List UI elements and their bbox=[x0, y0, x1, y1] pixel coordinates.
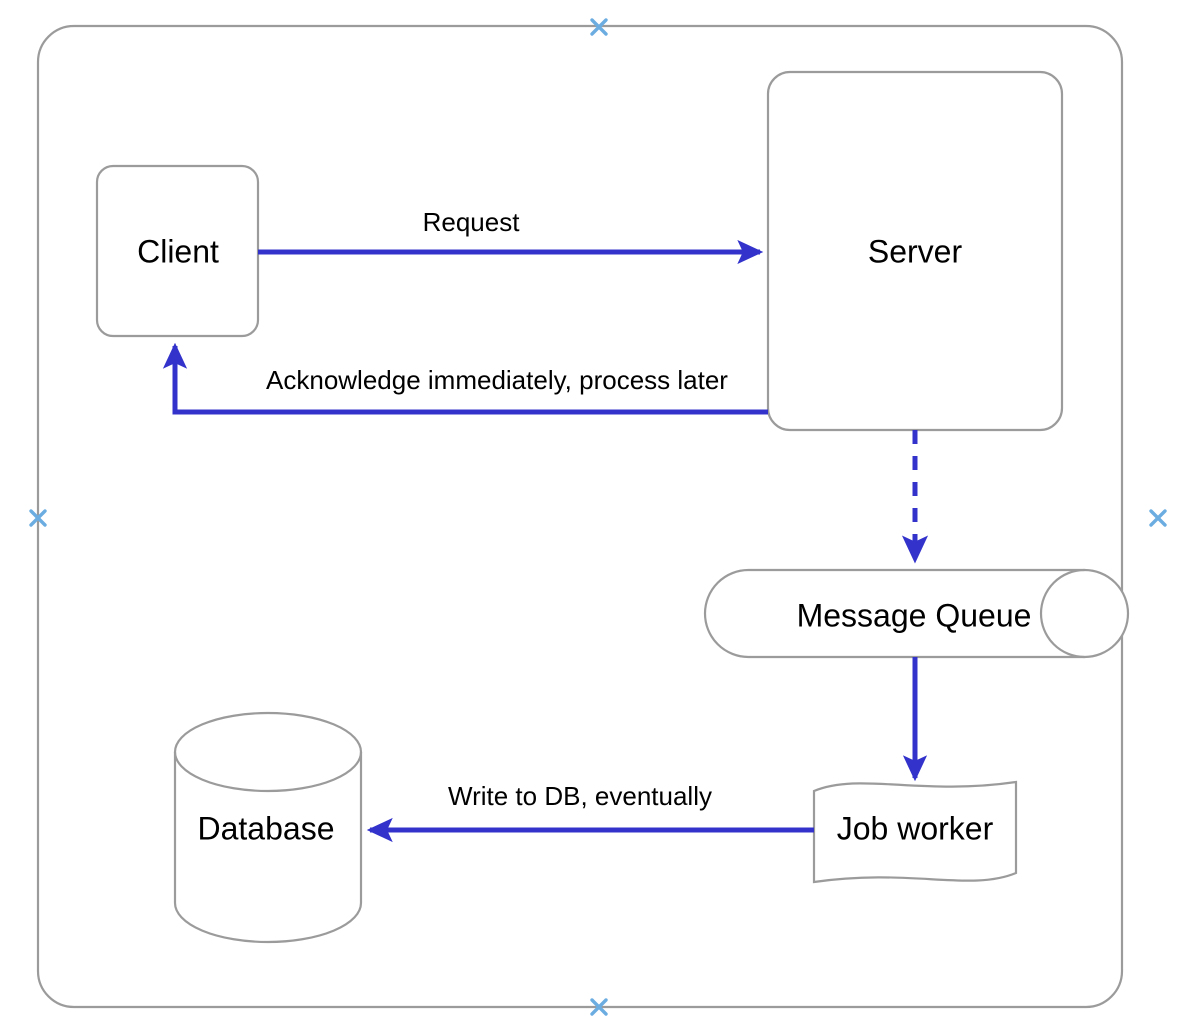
handle-bottom[interactable] bbox=[590, 998, 608, 1016]
edge-server-to-client-label: Acknowledge immediately, process later bbox=[266, 365, 728, 395]
node-server[interactable]: Server bbox=[766, 70, 1064, 432]
node-message-queue-label: Message Queue bbox=[797, 597, 1032, 633]
handle-left[interactable] bbox=[29, 509, 47, 527]
node-job-worker-shape[interactable] bbox=[812, 780, 1018, 884]
node-client[interactable]: Client bbox=[95, 164, 260, 338]
edge-job-worker-to-database[interactable]: Write to DB, eventually bbox=[366, 781, 814, 843]
node-message-queue-end-cap bbox=[1039, 568, 1085, 659]
edge-client-to-server[interactable]: Request bbox=[258, 207, 764, 265]
node-job-worker-label: Job worker bbox=[837, 810, 994, 846]
handle-right[interactable] bbox=[1149, 509, 1167, 527]
node-database-top-ellipse bbox=[173, 751, 363, 793]
edge-server-to-client[interactable]: Acknowledge immediately, process later bbox=[162, 342, 768, 415]
node-client-label: Client bbox=[137, 233, 219, 269]
edge-client-to-server-label: Request bbox=[423, 207, 521, 237]
node-server-label: Server bbox=[868, 233, 963, 269]
node-database[interactable]: Database bbox=[173, 711, 363, 944]
node-job-worker[interactable]: Job worker bbox=[812, 780, 1018, 884]
edge-job-worker-to-database-label: Write to DB, eventually bbox=[448, 781, 712, 811]
node-database-label: Database bbox=[198, 810, 335, 846]
edge-server-to-client-line[interactable] bbox=[162, 342, 768, 415]
handle-top[interactable] bbox=[590, 18, 608, 36]
node-message-queue[interactable]: Message Queue bbox=[703, 568, 1130, 659]
node-database-body[interactable] bbox=[173, 711, 363, 944]
